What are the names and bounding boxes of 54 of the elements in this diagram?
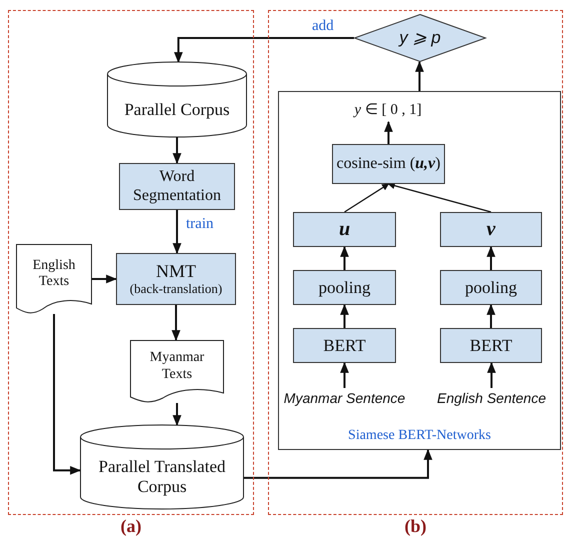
process-box: [440, 270, 542, 305]
arrow: [415, 60, 424, 91]
arrow: [340, 246, 349, 270]
sentence-text: Myanmar Sentence: [284, 390, 406, 406]
node-label: cosine-sim (u,v): [336, 154, 440, 174]
node-label: Parallel Translated Corpus: [97, 457, 226, 497]
node-label: Word Segmentation: [132, 168, 222, 205]
node-label: Myanmar Texts: [148, 350, 206, 383]
arrow: [172, 137, 182, 164]
node-label: v: [486, 218, 496, 241]
node-label: Parallel Corpus: [124, 100, 230, 120]
arrow: [486, 246, 496, 270]
document-shape: [130, 340, 224, 403]
node-label: pooling: [318, 278, 370, 298]
arrow: [172, 403, 182, 426]
node-label: English Texts: [32, 258, 76, 290]
process-box: [440, 328, 542, 363]
arrow: [388, 182, 492, 213]
panel-caption: (b): [404, 516, 426, 537]
group-frame: [278, 91, 561, 450]
group-caption: Siamese BERT-Networks: [348, 428, 491, 444]
process-box: [116, 253, 236, 305]
arrow: [487, 362, 496, 388]
document-shape: [16, 244, 92, 314]
arrow: [172, 210, 182, 254]
arrow: [384, 120, 393, 144]
arrow: [53, 314, 82, 475]
arrow: [486, 304, 496, 328]
arrow: [172, 305, 180, 342]
arrow: [244, 448, 432, 479]
process-box: [332, 144, 445, 184]
node-label: u: [338, 218, 350, 241]
process-box: [293, 212, 396, 247]
arrow: [340, 304, 349, 328]
process-box: [293, 328, 396, 363]
node-label: NMT: [156, 261, 196, 282]
database-cylinder: [80, 425, 244, 509]
node-label: BERT: [470, 336, 512, 356]
process-box: [440, 212, 542, 247]
arrow: [174, 37, 354, 64]
node-label: (back-translation): [130, 282, 222, 297]
process-box: [119, 163, 235, 210]
process-box: [293, 270, 396, 305]
arrow: [92, 274, 118, 284]
arrow: [340, 362, 349, 388]
node-label: pooling: [465, 278, 517, 298]
decision-diamond: [354, 14, 486, 62]
node-label: y ⩾ p: [399, 28, 441, 48]
sentence-text: English Sentence: [437, 390, 546, 406]
node-label: BERT: [323, 336, 366, 356]
arrow: [344, 184, 390, 212]
node-label: y ∈ [ 0 , 1]: [354, 102, 422, 120]
database-cylinder: [107, 62, 247, 137]
panel-caption: (a): [120, 516, 142, 537]
